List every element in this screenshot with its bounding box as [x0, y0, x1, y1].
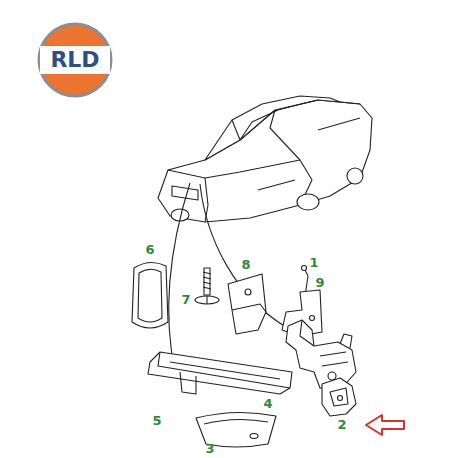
callout-number: 4 — [263, 397, 272, 410]
pointer-arrow — [366, 415, 404, 435]
part-8 — [228, 274, 266, 334]
part-5 — [148, 352, 292, 394]
logo-text: RLD — [50, 49, 99, 71]
part-7 — [195, 268, 219, 304]
callout-number: 9 — [315, 276, 324, 289]
callout-number: 8 — [241, 258, 250, 271]
logo-badge: RLD — [40, 46, 110, 74]
part-4 — [286, 320, 356, 388]
logo-disc — [39, 24, 111, 96]
callout-number: 6 — [145, 243, 154, 256]
callout-number: 5 — [152, 414, 161, 427]
callout-number: 7 — [181, 293, 190, 306]
leader-line — [169, 183, 190, 372]
callout-number: 1 — [309, 256, 318, 269]
callout-number: 2 — [337, 418, 346, 431]
part-2 — [322, 378, 356, 416]
callout-number: 3 — [205, 442, 214, 455]
leader-line — [200, 184, 300, 335]
part-6 — [132, 262, 168, 328]
car-outline — [158, 96, 372, 222]
